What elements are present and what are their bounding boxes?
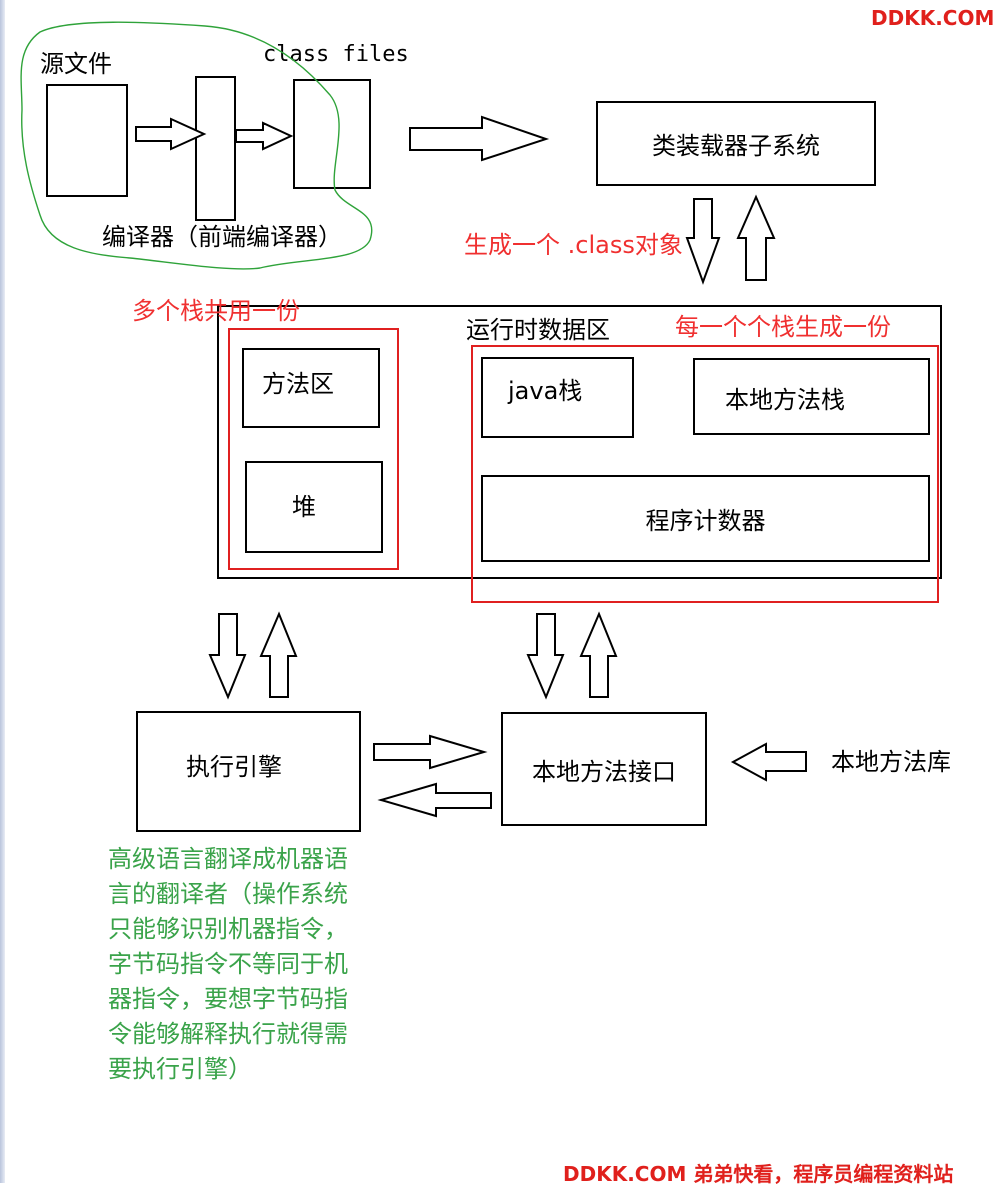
execution-engine-box: 执行引擎 [136, 711, 361, 832]
arrow-runtime-to-native-down [526, 613, 565, 700]
arrow-source-to-compiler [135, 117, 207, 151]
class-files-label: class files [263, 42, 409, 67]
pc-register-box: 程序计数器 [481, 475, 930, 562]
per-thread-area-highlight [471, 345, 939, 603]
class-loader-box: 类装载器子系统 [596, 101, 876, 186]
native-interface-box: 本地方法接口 [501, 712, 707, 826]
arrow-engine-to-native [373, 734, 488, 770]
per-thread-note: 每一个个栈生成一份 [675, 313, 891, 341]
arrow-library-to-interface [730, 742, 807, 782]
window-left-edge [0, 0, 5, 1183]
arrow-loader-down [685, 198, 721, 285]
arrow-engine-to-runtime-up [259, 611, 298, 698]
runtime-data-area-title: 运行时数据区 [466, 316, 610, 344]
method-area-box: 方法区 [242, 348, 380, 428]
arrow-native-to-engine [377, 782, 492, 818]
native-method-stack-box: 本地方法栈 [693, 358, 930, 435]
method-area-label: 方法区 [262, 370, 334, 398]
watermark-top: DDKK.COM [871, 6, 995, 30]
class-loader-label: 类装载器子系统 [652, 132, 820, 160]
shared-area-highlight [228, 328, 399, 570]
pc-register-label: 程序计数器 [645, 507, 766, 535]
arrow-native-to-runtime-up [579, 611, 618, 698]
native-interface-label: 本地方法接口 [532, 757, 676, 786]
java-stack-box: java栈 [481, 357, 634, 438]
arrow-loader-up [736, 194, 776, 281]
java-stack-label: java栈 [508, 377, 583, 405]
source-file-label: 源文件 [40, 50, 112, 78]
arrow-runtime-to-engine-down [208, 613, 247, 700]
native-library-label: 本地方法库 [831, 748, 951, 776]
source-file-box [46, 84, 128, 197]
heap-box: 堆 [245, 461, 383, 553]
native-method-stack-label: 本地方法栈 [725, 386, 845, 414]
runtime-data-area [217, 305, 942, 579]
shared-note: 多个栈共用一份 [132, 297, 300, 325]
arrow-class-to-loader [409, 115, 550, 162]
class-object-note: 生成一个 .class对象 [464, 231, 683, 259]
watermark-bottom: DDKK.COM 弟弟快看，程序员编程资料站 [563, 1162, 954, 1186]
execution-engine-label: 执行引擎 [186, 753, 282, 781]
execution-engine-note: 高级语言翻译成机器语言的翻译者（操作系统只能够识别机器指令，字节码指令不等同于机… [108, 845, 348, 1083]
compiler-label: 编译器（前端编译器） [102, 223, 342, 251]
compiler-box [195, 76, 236, 221]
arrow-compiler-to-class [235, 121, 294, 151]
compile-lasso [20, 21, 373, 270]
heap-label: 堆 [292, 493, 316, 521]
